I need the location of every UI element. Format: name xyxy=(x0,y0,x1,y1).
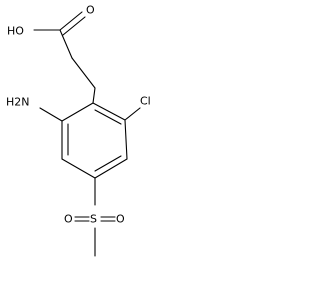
ring-bond-3 xyxy=(94,158,128,179)
chloro-label: Cl xyxy=(140,95,151,108)
bond-chain-1 xyxy=(59,29,73,59)
sulfonyl-oxygen-right-label: O xyxy=(116,213,125,226)
ring-bond-4 xyxy=(61,158,96,179)
carbonyl-oxygen-label: O xyxy=(86,4,95,17)
ring-bond-3-inner xyxy=(94,155,122,172)
ring-bond-1 xyxy=(92,102,126,121)
bonds xyxy=(33,11,141,257)
bond-carbonyl-1 xyxy=(59,11,83,31)
bond-amino xyxy=(39,107,63,122)
bond-chain-ring xyxy=(92,87,96,104)
ring-bond-6 xyxy=(61,102,94,122)
bond-chloro xyxy=(124,107,141,121)
hydroxyl-label: HO xyxy=(7,25,24,38)
amino-label: H2N xyxy=(6,96,30,109)
sulfur-label: S xyxy=(90,213,97,226)
bond-chain-2 xyxy=(71,57,96,89)
chemical-structure: HO O H2N Cl S O O xyxy=(6,4,151,257)
ring-bond-2 xyxy=(124,119,128,160)
structure-canvas: HO O H2N Cl S O O xyxy=(6,4,151,257)
ring-bond-1-inner xyxy=(94,109,122,125)
sulfonyl-oxygen-left-label: O xyxy=(64,213,73,226)
atom-labels: HO O H2N Cl S O O xyxy=(6,4,151,226)
bond-carbonyl-2 xyxy=(62,16,86,36)
